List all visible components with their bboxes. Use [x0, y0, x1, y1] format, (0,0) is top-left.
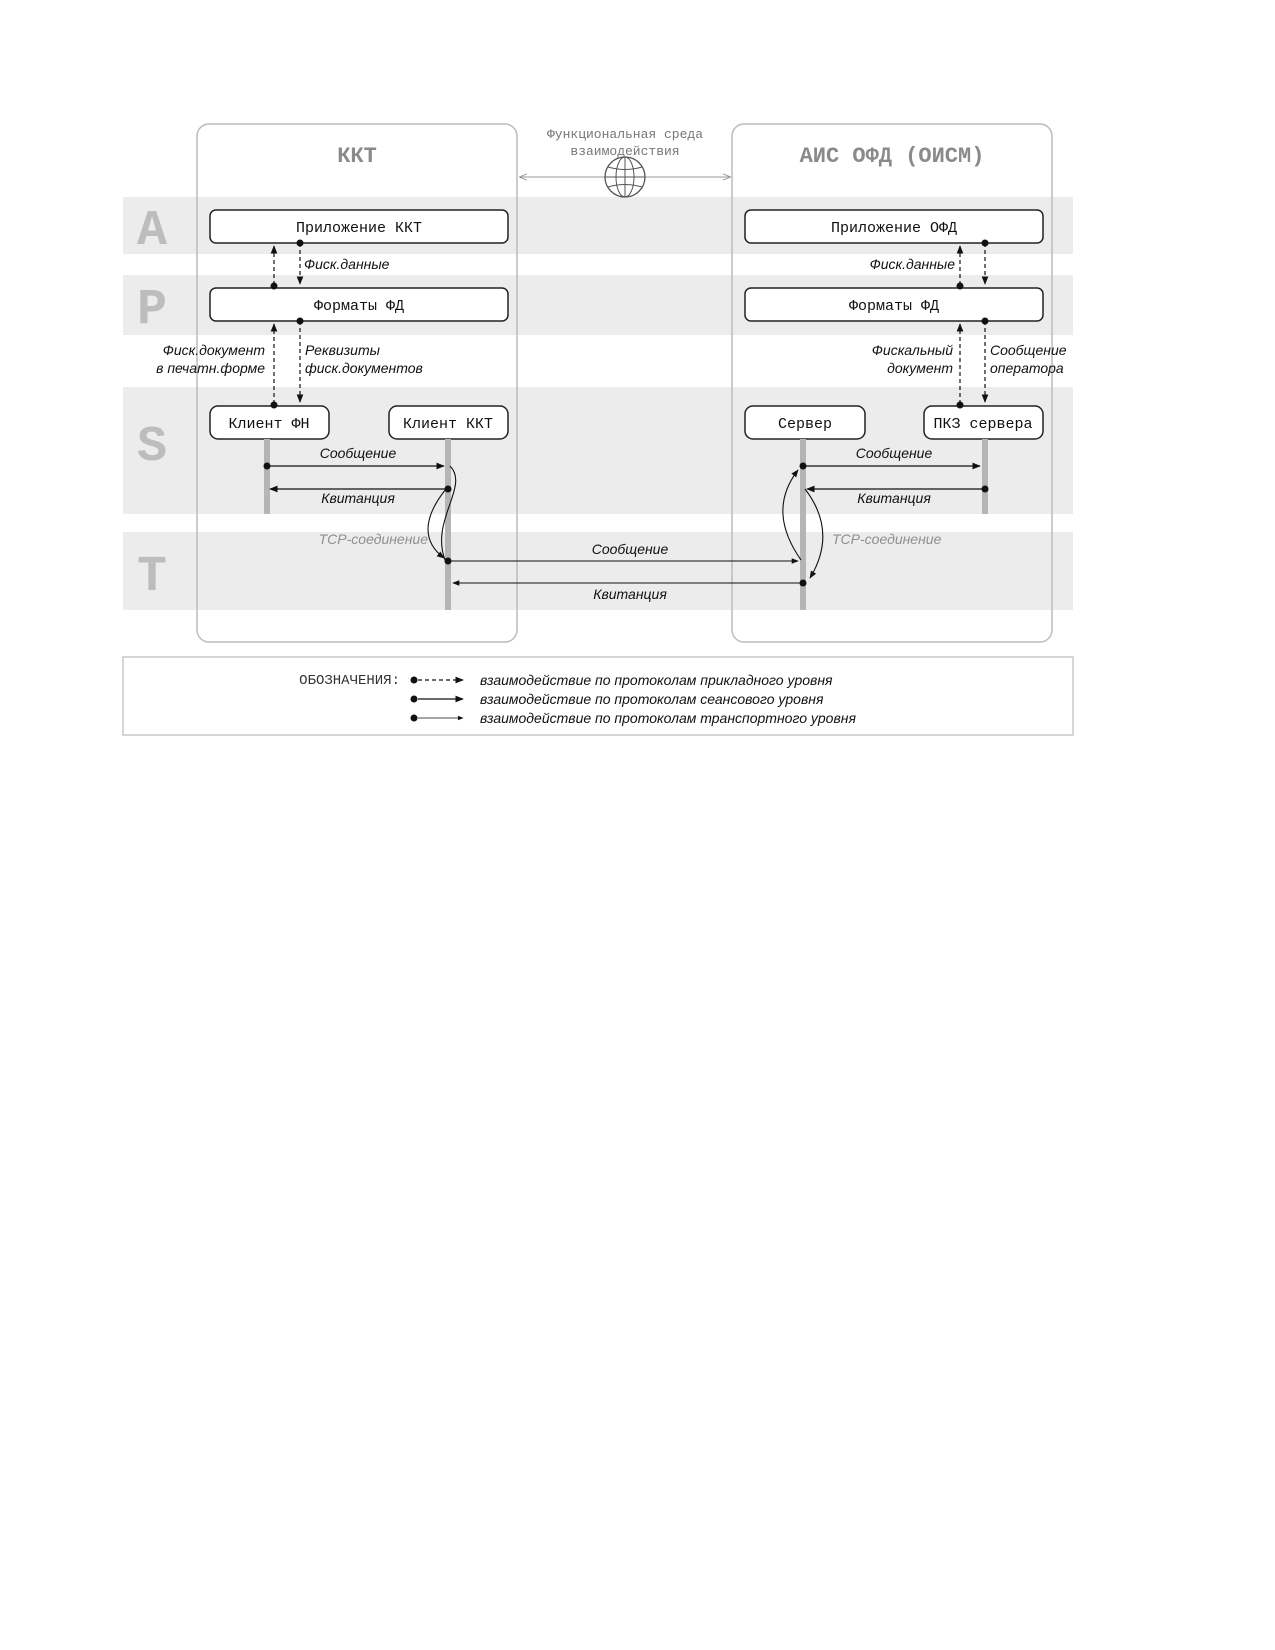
- label-ack-t: Квитанция: [593, 586, 667, 602]
- label-tcp-left: TCP-соединение: [319, 531, 429, 547]
- box-formats-right: [744, 287, 1044, 322]
- left-panel-title: ККТ: [337, 144, 377, 169]
- globe-icon: [604, 156, 646, 198]
- legend-sample-transport: [410, 714, 464, 722]
- box-client-kkt-label: Клиент ККТ: [403, 416, 493, 433]
- label-fiscal-doc-1: Фискальный: [872, 342, 953, 358]
- label-fisk-doc-print-1: Фиск.документ: [163, 342, 266, 358]
- box-server-label: Сервер: [778, 416, 832, 433]
- label-msg-s-right: Сообщение: [856, 445, 933, 461]
- label-fiscal-doc-2: документ: [887, 360, 953, 376]
- label-fisk-doc-print-2: в печатн.форме: [156, 360, 265, 376]
- legend-sample-session: [410, 695, 464, 703]
- label-operator-msg-1: Сообщение: [990, 342, 1067, 358]
- box-pkz-server-label: ПКЗ сервера: [933, 416, 1032, 433]
- label-msg-s-left: Сообщение: [320, 445, 397, 461]
- label-fisk-data-right: Фиск.данные: [870, 256, 956, 272]
- legend-transport-level: взаимодействие по протоколам транспортно…: [480, 710, 856, 726]
- wavy-connector-left: [427, 465, 457, 561]
- box-app-kkt-label: Приложение ККТ: [296, 220, 422, 237]
- arrows-app-level-right: [956, 239, 989, 409]
- right-panel-ais-ofd: [731, 123, 1053, 643]
- arrows-transport-level: [444, 557, 807, 587]
- legend-title: ОБОЗНАЧЕНИЯ:: [299, 673, 400, 689]
- label-tcp-right: TCP-соединение: [832, 531, 942, 547]
- env-label-line2: взаимодействия: [570, 144, 679, 159]
- legend-app-level: взаимодействие по протоколам прикладного…: [480, 672, 833, 688]
- layer-band-t: [123, 532, 1073, 610]
- legend-box: [122, 656, 1074, 736]
- env-label-line1: Функциональная среда: [547, 127, 703, 142]
- label-operator-msg-2: оператора: [990, 360, 1064, 376]
- legend-session-level: взаимодействие по протоколам сеансового …: [480, 691, 824, 707]
- arrows-session-level-left: [263, 462, 452, 493]
- wavy-connector-right: [782, 469, 824, 579]
- label-requisites-1: Реквизиты: [305, 342, 381, 358]
- left-panel-kkt: [196, 123, 518, 643]
- label-ack-s-right: Квитанция: [857, 490, 931, 506]
- layer-letter-s: S: [137, 419, 167, 476]
- box-formats-left: [209, 287, 509, 322]
- box-app-kkt: [209, 209, 509, 244]
- layer-letter-t: T: [137, 549, 167, 606]
- layer-letter-a: A: [137, 203, 167, 260]
- arrows-app-level-left: [270, 239, 304, 409]
- box-formats-right-label: Форматы ФД: [849, 298, 939, 315]
- box-client-fn-label: Клиент ФН: [228, 416, 309, 433]
- arrows-session-level-right: [799, 462, 989, 493]
- label-msg-t: Сообщение: [592, 541, 669, 557]
- box-app-ofd: [744, 209, 1044, 244]
- box-formats-left-label: Форматы ФД: [314, 298, 404, 315]
- box-app-ofd-label: Приложение ОФД: [831, 220, 957, 237]
- right-panel-title: АИС ОФД (ОИСМ): [800, 144, 985, 169]
- legend-sample-app: [410, 676, 464, 684]
- layer-letter-p: P: [137, 282, 167, 339]
- label-ack-s-left: Квитанция: [321, 490, 395, 506]
- label-fisk-data-left: Фиск.данные: [304, 256, 390, 272]
- label-requisites-2: фиск.документов: [305, 360, 423, 376]
